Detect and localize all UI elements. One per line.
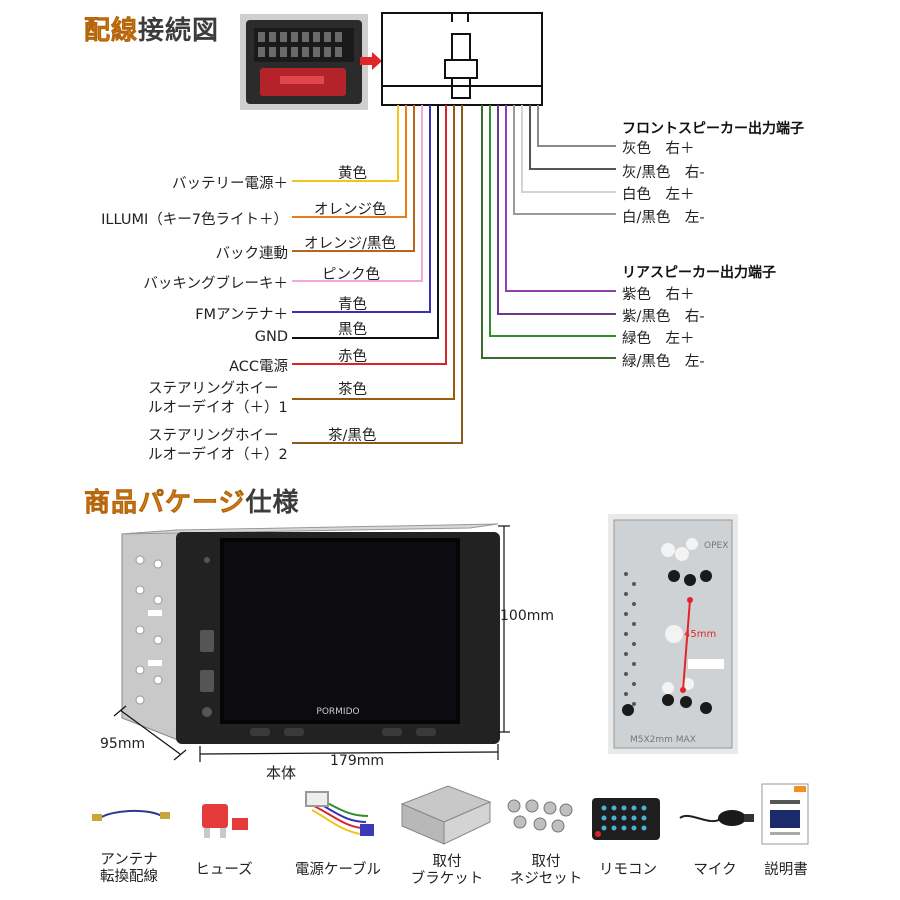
screw-set-icon: [507, 799, 573, 833]
front-label-2: 白色 左＋: [622, 187, 695, 203]
accessory-remote-line1: リモコン: [599, 862, 657, 878]
color-name-pink: ピンク色: [322, 267, 380, 283]
accessory-antenna: アンテナ 転換配線: [92, 852, 166, 886]
wire-label-steer2-a: ステアリングホイー: [148, 428, 279, 444]
wire-label-gnd: GND: [254, 329, 288, 345]
bracket-bottom-text: M5X2mm MAX: [630, 735, 696, 745]
wire-label-steer2-b: ルオーデイオ（＋）2: [148, 447, 288, 463]
manual-icon: [761, 783, 809, 845]
head-unit-brand: PORMIDO: [316, 707, 359, 717]
wiring-title-highlight: 配線: [84, 16, 139, 47]
front-label-3: 白/黒色 左-: [622, 210, 705, 226]
accessory-power-cable-line1: 電源ケーブル: [294, 862, 382, 878]
accessory-fuse-line1: ヒューズ: [195, 862, 253, 878]
bracket-photo: 45mm OPEX M5X2mm MAX: [608, 514, 738, 754]
package-title-rest: 仕様: [245, 488, 300, 518]
accessory-antenna-line1: アンテナ: [100, 852, 158, 868]
usb-port-1: [200, 630, 214, 652]
wire-left-4: [292, 105, 431, 313]
rear-label-3: 緑/黒色 左-: [622, 354, 705, 370]
wire-left-8: [292, 105, 463, 444]
color-name-yellow: 黄色: [338, 166, 367, 182]
head-unit-illustration: PORMIDO: [113, 523, 510, 762]
accessory-screws: 取付 ネジセット: [500, 854, 592, 888]
color-name-brown: 茶色: [338, 382, 367, 398]
mount-bracket-icon: [400, 785, 492, 845]
package-title-highlight: 商品パケージ: [84, 488, 246, 519]
wiring-diagram: [292, 12, 616, 444]
wire-label-fm: FMアンテナ＋: [195, 307, 288, 323]
wire-label-illumi: ILLUMI（キー7色ライト＋）: [101, 212, 288, 228]
antenna-adapter-icon: [92, 809, 170, 821]
accessory-antenna-line2: 転換配線: [100, 869, 158, 885]
wire-front-0: [537, 105, 616, 147]
wire-left-3: [292, 105, 423, 282]
wire-label-steer1-b: ルオーデイオ（＋）1: [148, 400, 288, 416]
wire-left-1: [292, 105, 407, 218]
wire-left-2: [292, 105, 415, 252]
wire-left-6: [292, 105, 447, 365]
wire-left-0: [292, 105, 399, 182]
color-name-blue: 青色: [338, 297, 367, 313]
wire-rear-3: [481, 105, 616, 359]
accessory-fuse: ヒューズ: [188, 862, 260, 879]
wires: [292, 105, 616, 444]
wire-left-5: [292, 105, 439, 339]
rear-label-1: 紫/黒色 右-: [622, 309, 705, 325]
connector-photo: [240, 14, 368, 110]
front-label-0: 灰色 右＋: [622, 141, 695, 157]
wiring-title: 配線接続図: [84, 10, 219, 47]
body-label: 本体: [266, 764, 297, 782]
power-cable-icon: [305, 791, 374, 836]
bracket-measure-line: [682, 599, 691, 691]
accessory-images: [92, 783, 809, 845]
accessory-screws-line2: ネジセット: [509, 871, 583, 887]
accessory-power-cable: 電源ケーブル: [284, 862, 392, 879]
accessory-bracket-line1: 取付: [432, 854, 462, 870]
wire-front-2: [521, 105, 616, 193]
rear-speaker-heading: リアスピーカー出力端子: [622, 265, 776, 281]
wire-rear-1: [497, 105, 616, 315]
usb-port-2: [200, 670, 214, 692]
accessory-bracket: 取付 ブラケット: [402, 854, 492, 888]
connector-arrow: [360, 52, 382, 70]
microphone-icon: [679, 810, 754, 826]
accessory-manual: 説明書: [756, 862, 816, 879]
front-speaker-heading: フロントスピーカー出力端子: [622, 121, 804, 137]
wire-label-battery: バッテリー電源＋: [172, 176, 288, 192]
accessory-bracket-line2: ブラケット: [410, 871, 484, 887]
wire-front-3: [513, 105, 616, 215]
wire-rear-0: [505, 105, 616, 292]
wire-front-1: [529, 105, 616, 170]
color-name-black: 黒色: [338, 322, 367, 338]
fuse-icon: [202, 804, 248, 838]
accessory-remote: リモコン: [592, 862, 664, 879]
bracket-measure-label: 45mm: [684, 629, 716, 640]
dim-height: 100mm: [500, 608, 554, 624]
wire-label-back: バック連動: [215, 246, 289, 262]
bracket-top-text: OPEX: [704, 541, 728, 551]
color-name-orange-black: オレンジ/黒色: [304, 236, 396, 252]
rear-label-2: 緑色 左＋: [622, 331, 695, 347]
wire-left-7: [292, 105, 455, 400]
package-title: 商品パケージ仕様: [84, 482, 300, 519]
accessory-screws-line1: 取付: [531, 854, 561, 870]
wiring-title-rest: 接続図: [138, 16, 220, 46]
color-name-brown-black: 茶/黒色: [328, 428, 377, 444]
accessory-mic: マイク: [680, 862, 750, 879]
accessory-manual-line1: 説明書: [764, 862, 808, 878]
color-name-orange: オレンジ色: [314, 202, 387, 218]
wire-label-steer1-a: ステアリングホイー: [148, 381, 279, 397]
dim-width: 179mm: [330, 753, 384, 769]
dim-depth: 95mm: [100, 736, 146, 752]
wire-rear-2: [489, 105, 616, 337]
rear-label-0: 紫色 右＋: [622, 287, 695, 303]
front-label-1: 灰/黒色 右-: [622, 165, 705, 181]
wire-label-brake: バッキングブレーキ＋: [143, 276, 288, 292]
accessory-mic-line1: マイク: [693, 862, 737, 878]
remote-icon: [592, 798, 660, 840]
color-name-red: 赤色: [338, 349, 367, 365]
wire-label-acc: ACC電源: [229, 359, 288, 375]
connector-outline: [381, 12, 543, 106]
